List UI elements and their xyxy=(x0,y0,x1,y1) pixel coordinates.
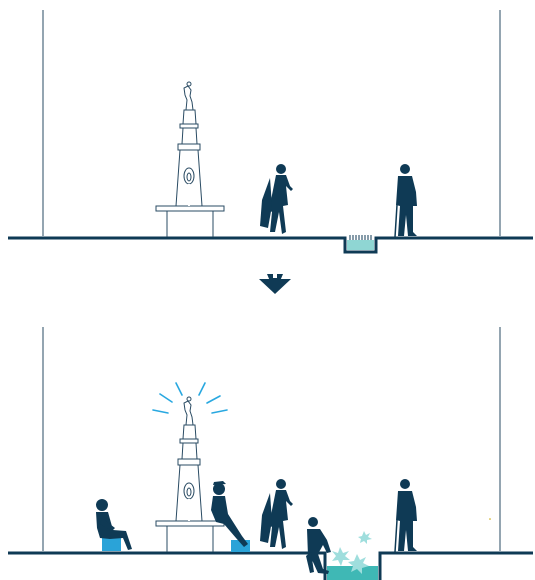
ground-line xyxy=(8,238,533,252)
person-walking-after xyxy=(260,479,293,549)
person-walking-before xyxy=(260,164,293,234)
ground-line xyxy=(8,553,533,580)
stray-dot xyxy=(489,518,491,520)
monument-before xyxy=(156,82,224,237)
arrow-down-head xyxy=(259,279,291,294)
person-seated-plinth xyxy=(211,481,248,547)
monument-after xyxy=(156,397,224,552)
person-at-pool xyxy=(306,517,331,574)
drain-grate xyxy=(350,235,371,240)
panel-before xyxy=(8,10,533,252)
drain-water xyxy=(347,240,374,250)
elderly-person-before xyxy=(395,164,417,237)
elderly-person-after xyxy=(395,479,417,552)
panel-after xyxy=(8,327,533,580)
